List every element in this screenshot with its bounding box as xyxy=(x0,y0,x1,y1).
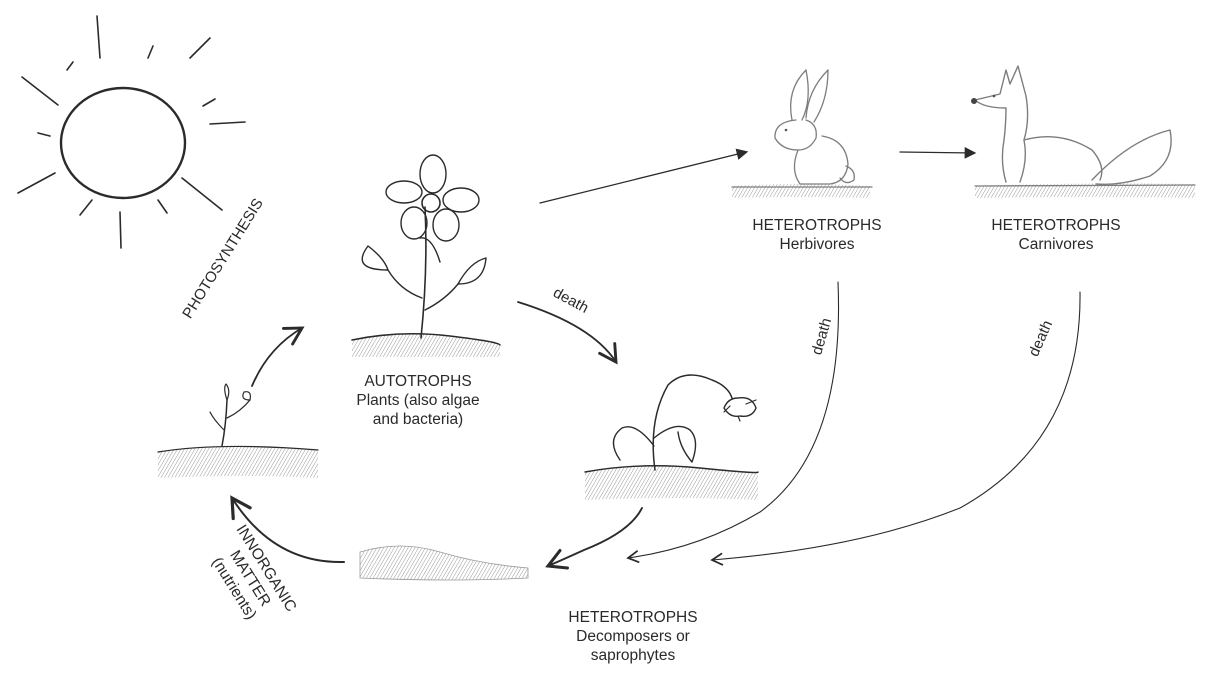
inorganic-matter-ground xyxy=(359,545,529,581)
arrow-seedling-to-plant xyxy=(251,326,305,387)
carnivores-label: HETEROTROPHS Carnivores xyxy=(991,217,1121,253)
arrow-plant-death xyxy=(517,301,618,365)
arrow-wilted-to-matter xyxy=(545,507,643,570)
arrow-autotroph-to-herbivore xyxy=(539,148,749,204)
decomposers-label: HETEROTROPHS Decomposers or saprophytes xyxy=(568,609,698,664)
wilted-plant-icon xyxy=(584,374,759,500)
herbivores-label: HETEROTROPHS Herbivores xyxy=(752,217,882,253)
flow-arrows xyxy=(230,147,1081,570)
autotrophs-label: AUTOTROPHS Plants (also algae and bacter… xyxy=(356,373,480,428)
arrow-herbivore-to-carnivore xyxy=(899,147,977,159)
fox-icon xyxy=(971,65,1196,198)
arrow-carnivore-death xyxy=(710,291,1081,566)
arrow-matter-to-seedling xyxy=(230,495,345,564)
seedling-icon xyxy=(157,383,319,478)
flower-icon xyxy=(351,154,501,357)
arrow-herbivore-death xyxy=(626,281,840,563)
rabbit-icon xyxy=(731,69,873,198)
sun-icon xyxy=(17,15,246,249)
